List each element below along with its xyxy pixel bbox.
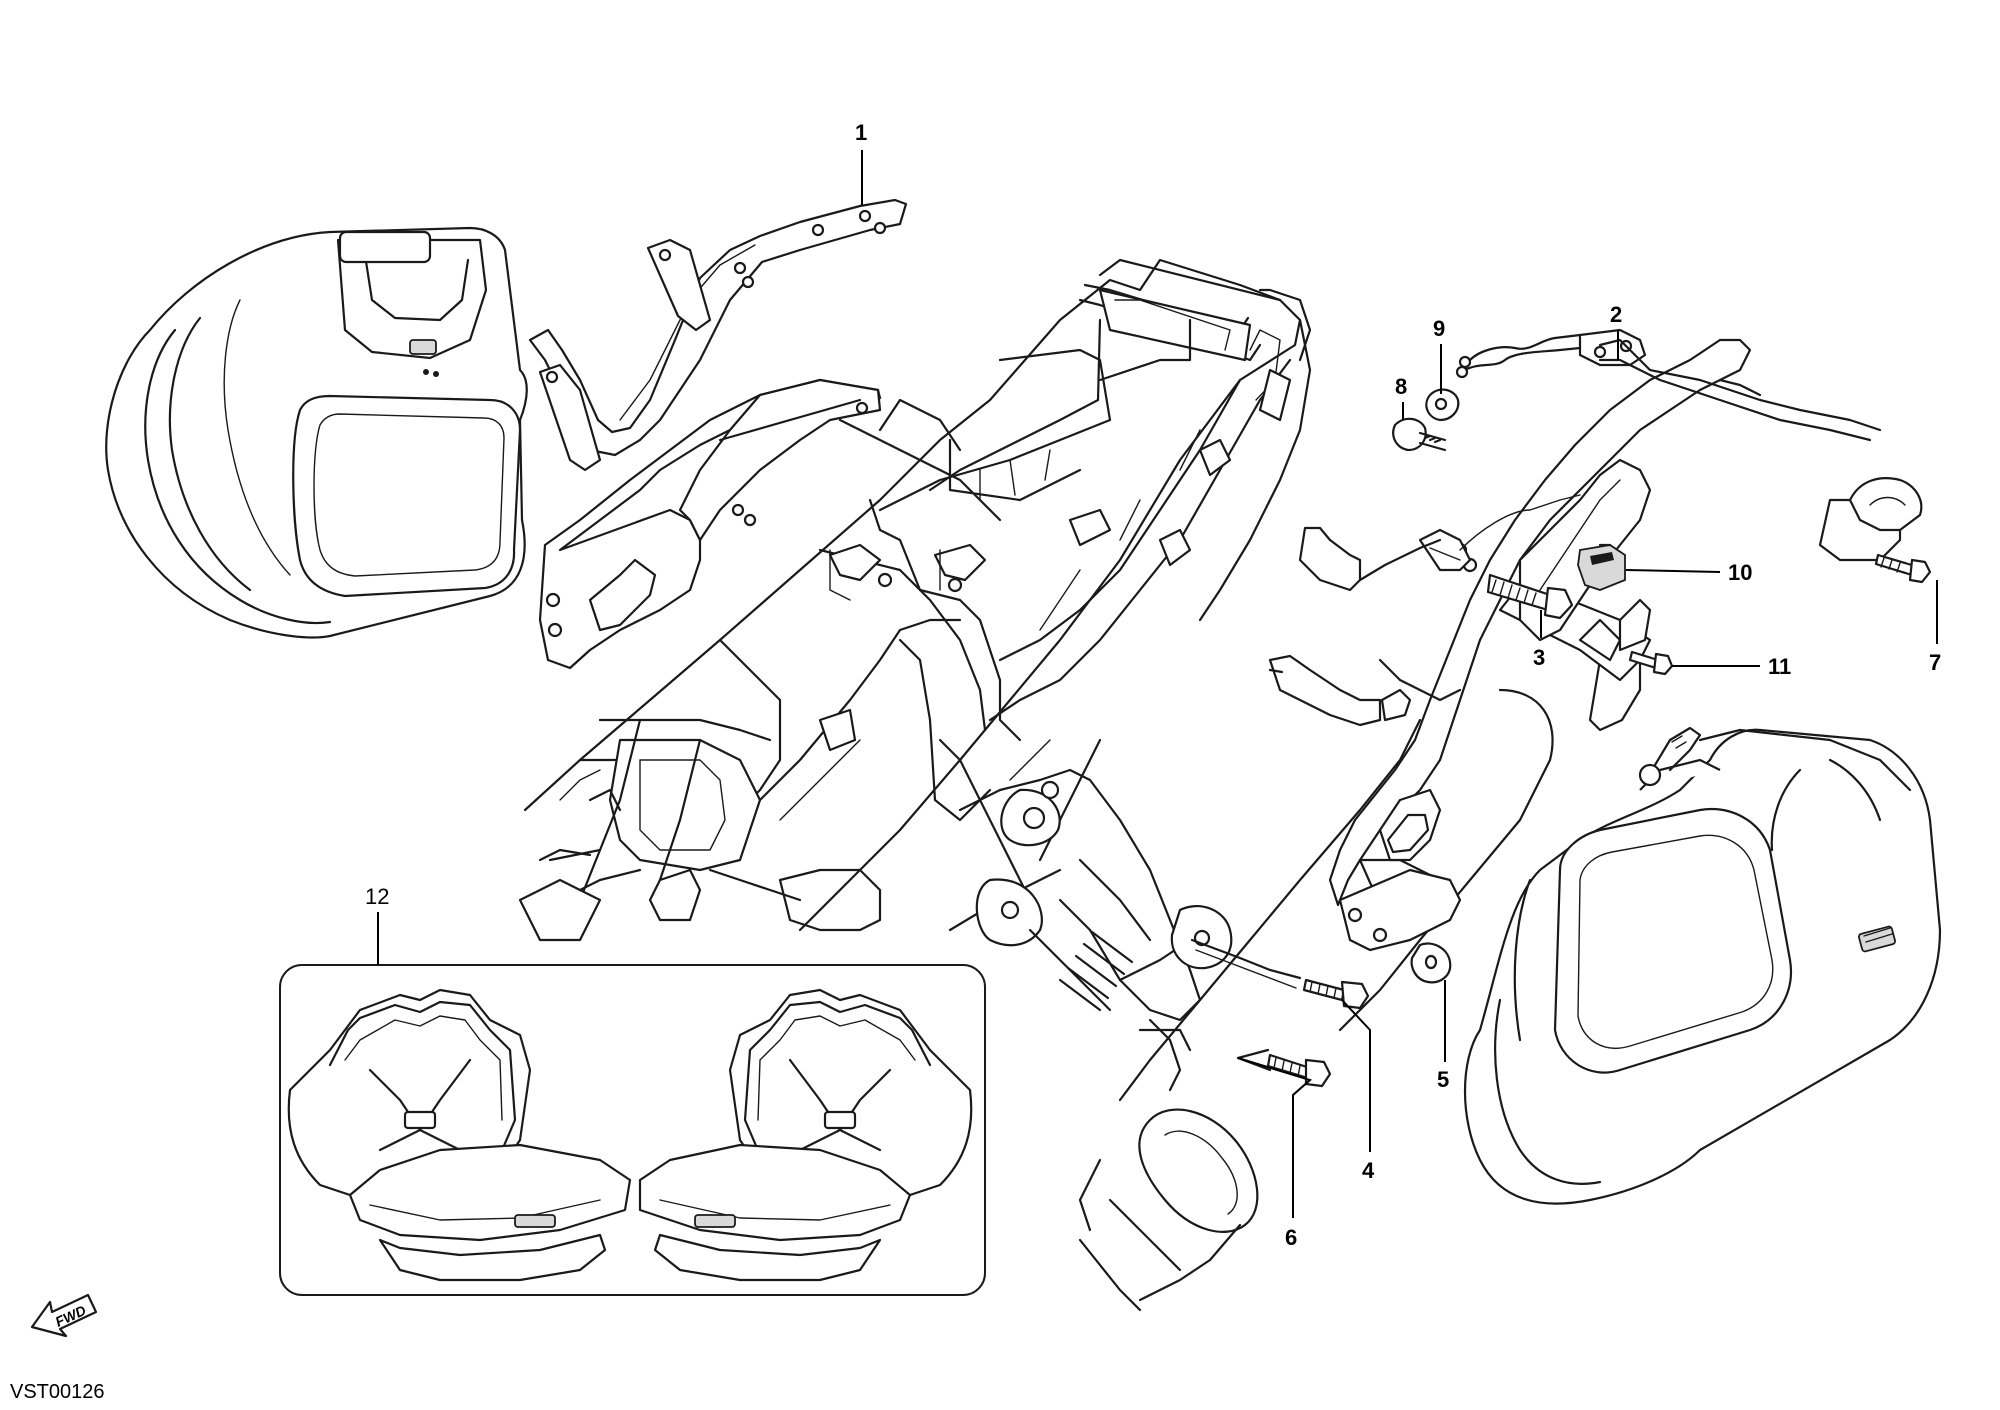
callout-4: 4 (1362, 1158, 1375, 1183)
callout-11: 11 (1768, 654, 1791, 679)
swingarm-and-shock (958, 768, 1233, 1092)
shock-spring (1058, 930, 1134, 1012)
callout-7: 7 (1929, 650, 1941, 675)
callout-8: 8 (1395, 374, 1407, 399)
inner-bag-left (287, 988, 632, 1282)
right-saddlebag (1463, 726, 1942, 1205)
part-4-bolt (1190, 938, 1370, 1010)
part-7-bolt (1874, 553, 1932, 584)
leader-6 (1237, 1057, 1313, 1218)
leader-lines (377, 150, 1938, 1218)
callout-2: 2 (1610, 302, 1622, 327)
part-11-bolt (1628, 650, 1674, 676)
leader-10 (1625, 569, 1721, 573)
leader-4 (1341, 999, 1371, 1152)
forward-direction-arrow: FWD (30, 1293, 98, 1338)
rear-subframe (518, 258, 1312, 942)
callout-5: 5 (1437, 1067, 1449, 1092)
part-1-left-pannier-bracket (528, 198, 908, 670)
callout-6: 6 (1285, 1225, 1297, 1250)
wiring-and-small-parts (1392, 333, 1582, 452)
part-10-rubber-grommet (1577, 543, 1626, 591)
fwd-label: FWD (53, 1302, 89, 1330)
callout-9: 9 (1433, 316, 1445, 341)
part-3-bolt (1486, 573, 1574, 620)
exhaust-muffler (1078, 688, 1554, 1312)
left-saddlebag (105, 226, 528, 639)
callout-12: 12 (365, 884, 389, 909)
inset-12-inner-bags (279, 964, 986, 1296)
callout-numbers: 1 2 3 4 5 6 7 8 9 10 11 12 (365, 120, 1941, 1250)
callout-3: 3 (1533, 645, 1545, 670)
callout-10: 10 (1728, 560, 1752, 585)
drawing-code: VST00126 (10, 1381, 105, 1403)
part-6-bolt (1236, 1048, 1332, 1088)
inner-bag-right (638, 988, 973, 1282)
callout-1: 1 (855, 120, 867, 145)
part-5-washer (1410, 942, 1452, 984)
